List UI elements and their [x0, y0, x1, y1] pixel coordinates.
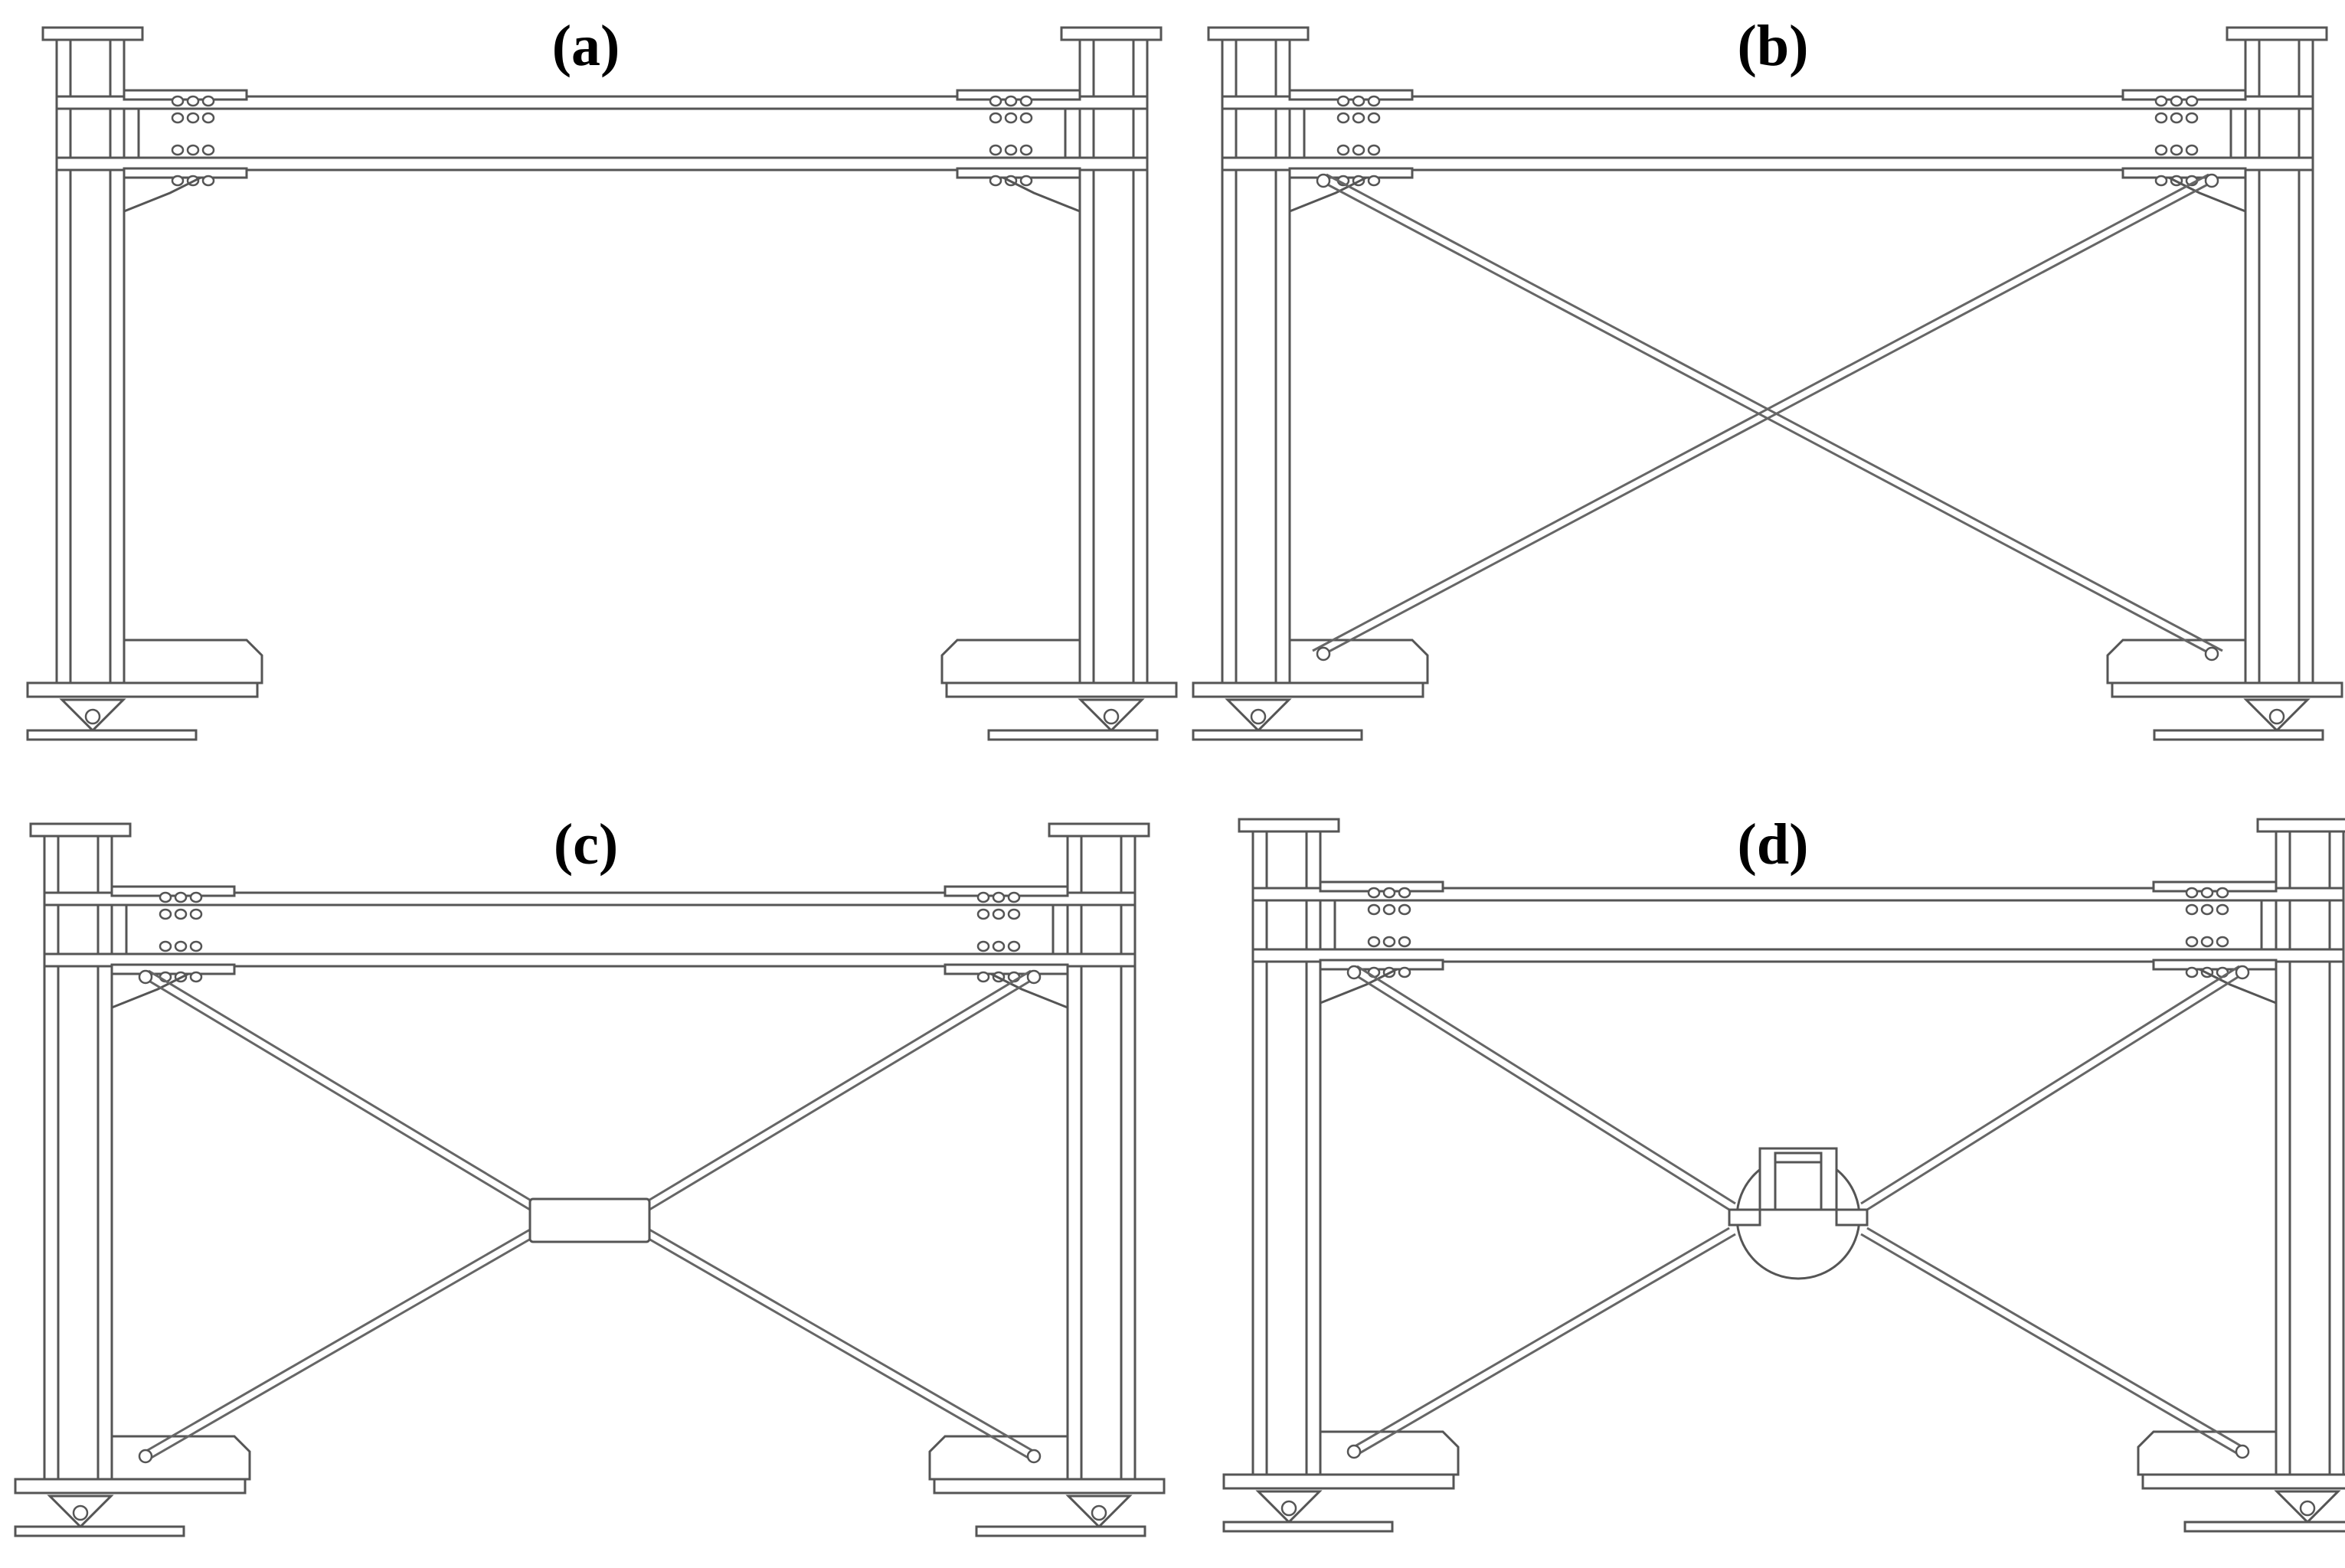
panel-label-b: (b): [1738, 14, 1809, 78]
frame-drawing-a: [26, 26, 1178, 741]
x-brace-b: [1311, 173, 2224, 662]
panel-label-a: (a): [552, 14, 620, 78]
panel-a: (a): [26, 14, 1178, 741]
x-brace-circ-device-d: [1346, 965, 2250, 1459]
panel-c: (c): [14, 812, 1166, 1537]
x-brace-rect-device-c: [138, 969, 1042, 1464]
panel-b: (b): [1192, 14, 2343, 741]
frame-drawing-c: [14, 822, 1166, 1537]
frame-drawing-d: [1222, 818, 2345, 1533]
frame-drawing-b: [1192, 26, 2343, 741]
panel-d: (d): [1222, 812, 2345, 1533]
panel-label-c: (c): [554, 812, 618, 877]
panel-label-d: (d): [1738, 812, 1809, 877]
